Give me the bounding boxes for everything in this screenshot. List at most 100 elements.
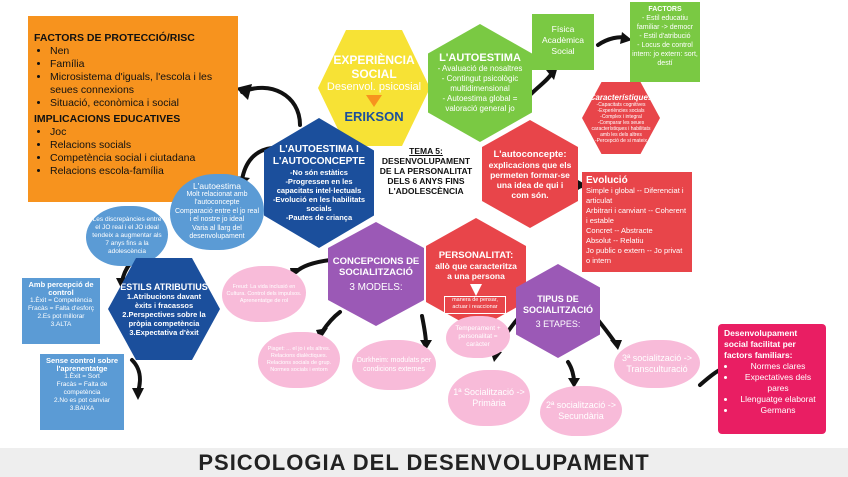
experiencia-subtitle: Desenvol. psicosial — [326, 80, 422, 93]
estils-line: 2.Perspectives sobre la pròpia competènc… — [122, 309, 206, 328]
factors-small-line: - Locus de control intern: jo extern: so… — [632, 42, 698, 67]
caracteristiques-title: Característiques — [589, 92, 653, 102]
desenvol-list: Normes clares Expectatives dels pares Ll… — [724, 361, 820, 416]
autoestima-autoconcepte-line: -No són estàtics — [290, 168, 348, 177]
amb-percepcio-line: Fracàs = Falta d'esforç — [27, 305, 95, 312]
autoestima-line: - Avaluació de nosaltres — [437, 64, 523, 73]
personalitat-text: allò que caracteritza a una persona — [435, 260, 517, 281]
soc3-text: 3ª socialització -> Transculturació — [621, 353, 693, 374]
implicacio-item: Relacions socials — [50, 139, 232, 152]
evolucio-line: Absolut -- Relatiu — [586, 236, 644, 245]
arrow-to-model3 — [420, 314, 428, 346]
personalitat-label-text: manera de pensar, actuar i reaccionar — [452, 297, 498, 310]
caracteristiques-line: -Experiències socials — [597, 107, 645, 114]
factors-small-box: FACTORS - Estil educatiu familiar -> dem… — [630, 2, 700, 82]
sense-control-line: 2.No es pot canviar — [53, 397, 110, 404]
autoestima-autoconcepte-line: -Pautes de criança — [285, 213, 353, 222]
sense-control-box: Sense control sobre l'aprenentatge 1.Èxi… — [40, 354, 124, 430]
amb-percepcio-line: 3.ALTA — [50, 321, 72, 328]
model-cloud-3: Durkheim: modulats per condicions extern… — [352, 340, 436, 390]
soc2-text: 2ª socialització -> Secundària — [545, 400, 617, 421]
amb-percepcio-box: Amb percepció de control 1.Èxit = Compet… — [22, 278, 100, 344]
arrow-to-model1 — [294, 258, 332, 274]
sense-control-title: Sense control sobre l'aprenentatge — [45, 356, 119, 373]
autoestima-autoconcepte-hex: L'AUTOESTIMA I L'AUTOCONCEPTE -No són es… — [264, 118, 374, 248]
caracteristiques-line: -Percepció de si mateix — [595, 137, 647, 144]
factor-item: Microsistema d'iguals, l'escola i les se… — [50, 71, 232, 97]
tema-center: TEMA 5: DESENVOLUPAMENT DE LA PERSONALIT… — [376, 146, 476, 206]
factors-small-line: - Estil d'atribució — [639, 33, 691, 40]
footer-title: PSICOLOGIA DEL DESENVOLUPAMENT — [198, 450, 650, 475]
sense-control-line: Fracàs = Falta de competència — [56, 381, 108, 396]
factors-list: Nen Família Microsistema d'iguals, l'esc… — [34, 45, 232, 110]
autoestima-cloud-line: L'autoestima — [193, 181, 241, 192]
footer-bar: PSICOLOGIA DEL DESENVOLUPAMENT — [0, 448, 848, 477]
factor-item: Nen — [50, 45, 232, 58]
factor-item: Situació, econòmica i social — [50, 97, 232, 110]
autoconcepte-hex: L'autoconcepte: explicacions que els per… — [482, 120, 578, 228]
autoestima-cloud-line: Varia al llarg del desenvolupament — [189, 224, 245, 241]
evolucio-line: Simple i global -- Diferenciat i articul… — [586, 186, 684, 205]
autoestima-title: L'AUTOESTIMA — [439, 52, 521, 64]
autoestima-line: - Contingut psicològic multidimensional — [441, 74, 519, 93]
implicacio-item: Competència social i ciutadana — [50, 152, 232, 165]
estils-title: ESTILS ATRIBUTIUS — [120, 281, 208, 292]
caracteristiques-line: -Capacitats cognitives — [596, 101, 646, 108]
temperament-text: Temperament + personalitat = caràcter — [455, 325, 501, 348]
desenvol-item: Normes clares — [736, 361, 820, 372]
personalitat-label: manera de pensar, actuar i reaccionar — [444, 296, 506, 314]
desenvol-title: Desenvolupament social facilitat per fac… — [724, 328, 798, 360]
temperament-cloud: Temperament + personalitat = caràcter — [446, 316, 510, 358]
arrow-to-sense-control — [130, 358, 142, 394]
implicacio-item: Relacions escola-família — [50, 165, 232, 178]
evolucio-box: Evolució Simple i global -- Diferenciat … — [582, 172, 692, 272]
factors-title: FACTORS DE PROTECCIÓ/RISC — [34, 32, 195, 44]
fisica-box: Física Acadèmica Social — [532, 14, 594, 70]
discrepancies-text: Les discrepàncies entre el JO real i el … — [92, 216, 162, 255]
autoestima-autoconcepte-title: L'AUTOESTIMA I L'AUTOCONCEPTE — [272, 144, 366, 167]
down-arrow-icon — [366, 94, 382, 107]
amb-percepcio-line: 1.Èxit = Competència — [30, 297, 92, 304]
model-1-text: Freud: La vida inclusió en Cultura. Cont… — [226, 283, 302, 304]
fisica-line: Social — [551, 46, 575, 56]
tema-title: DESENVOLUPAMENT DE LA PERSONALITAT DELS … — [379, 156, 473, 196]
desenvol-item: Llenguatge elaborat — [736, 394, 820, 405]
implicacions-list: Joc Relacions socials Competència social… — [34, 126, 232, 178]
personalitat-title: PERSONALITAT: — [438, 249, 514, 261]
factors-small-title: FACTORS — [648, 6, 682, 13]
tipus-title: TIPUS DE SOCIALITZACIÓ — [523, 293, 593, 315]
amb-percepcio-title: Amb percepció de control — [28, 280, 94, 297]
caracteristiques-line: -Comparar les seues característiques i h… — [591, 119, 651, 138]
model-3-text: Durkheim: modulats per condicions extern… — [356, 357, 432, 373]
autoconcepte-title: L'autoconcepte: — [493, 148, 567, 160]
amb-percepcio-line: 2.Es pot millorar — [37, 313, 85, 320]
autoestima-line: - Autoestima global = valoració general … — [442, 94, 518, 113]
arrow-to-desenvol — [698, 368, 722, 387]
evolucio-line: Concret -- Abstracte — [586, 226, 653, 235]
soc3-cloud: 3ª socialització -> Transculturació — [614, 340, 700, 388]
sense-control-line: 1.Èxit = Sort — [64, 373, 100, 380]
tema-number: TEMA 5: — [409, 146, 443, 156]
autoestima-cloud: L'autoestima Molt relacionat amb l'autoc… — [170, 174, 264, 250]
factors-small-line: - Estil educatiu familiar -> democr — [636, 15, 694, 31]
model-2-text: Piaget: ... el jo i els altres. Relacion… — [266, 346, 332, 373]
estils-line: 3.Expectativa d'èxit — [129, 327, 199, 337]
soc1-cloud: 1ª Socialització -> Primària — [448, 370, 530, 426]
arrow-to-fisica — [528, 71, 554, 97]
soc2-cloud: 2ª socialització -> Secundària — [540, 386, 622, 436]
implicacions-title: IMPLICACIONS EDUCATIVES — [34, 113, 181, 125]
evolucio-line: Arbitrari i canviant -- Coherent i estab… — [586, 206, 687, 225]
concepcions-title: CONCEPCIONS DE SOCIALITZACIÓ — [332, 255, 420, 278]
tipus-sub: 3 ETAPES: — [535, 318, 581, 329]
down-arrow-icon — [470, 283, 482, 296]
autoconcepte-text: explicacions que els permeten formar-se … — [488, 159, 572, 200]
model-cloud-2: Piaget: ... el jo i els altres. Relacion… — [258, 332, 340, 388]
estils-line: 1.Atribucions davant èxits i fracassos — [126, 291, 202, 310]
factor-item: Família — [50, 58, 232, 71]
desenvol-item: Germans — [736, 405, 820, 416]
model-cloud-1: Freud: La vida inclusió en Cultura. Cont… — [222, 266, 306, 322]
desenvol-box: Desenvolupament social facilitat per fac… — [718, 324, 826, 434]
arrow-to-factors — [240, 85, 302, 127]
fisica-line: Acadèmica — [541, 35, 585, 45]
autoestima-autoconcepte-line: -Evolució en les habilitats socials — [272, 195, 366, 213]
